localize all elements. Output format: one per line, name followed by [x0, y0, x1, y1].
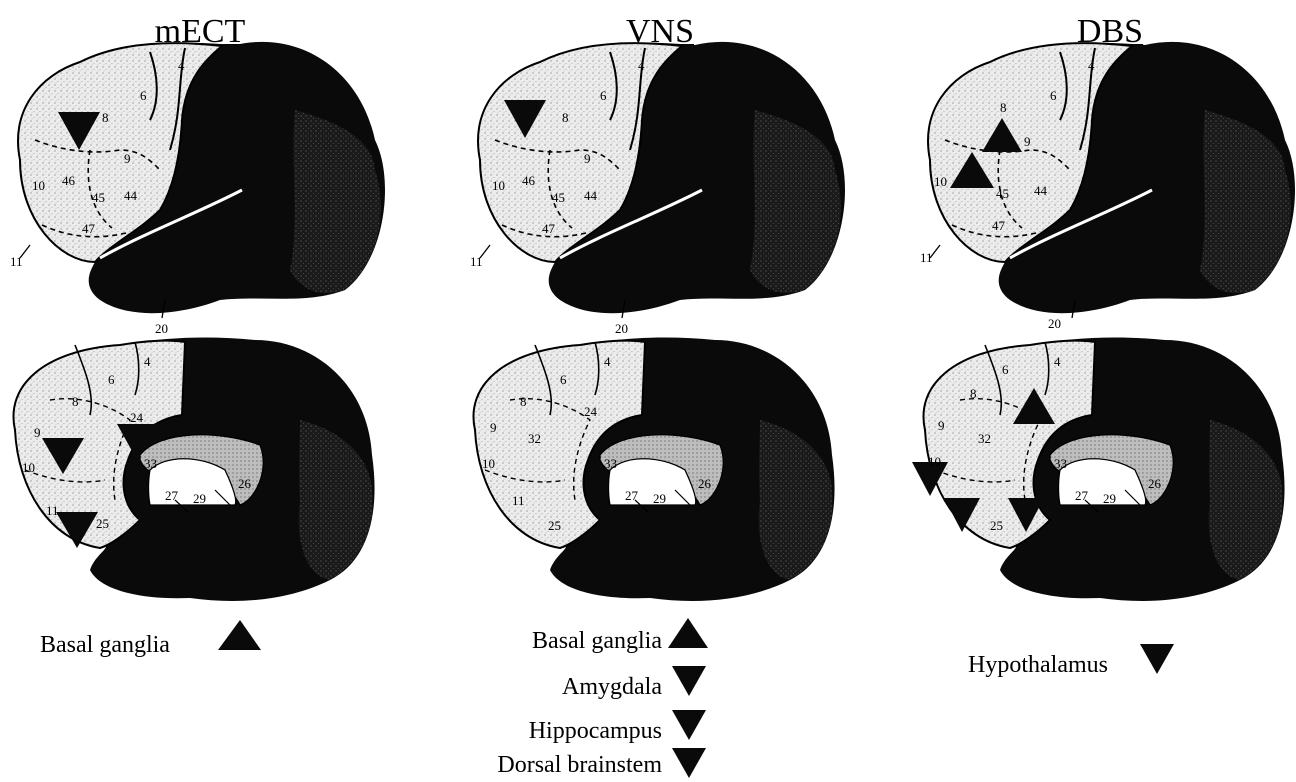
area-label: 10 [32, 178, 45, 193]
area-label: 10 [22, 460, 35, 475]
area-label: 45 [92, 190, 105, 205]
area-label: 27 [1075, 488, 1089, 503]
area-label: 44 [584, 188, 598, 203]
area-label: 47 [82, 221, 96, 236]
area-label: 11 [470, 254, 483, 269]
area-label: 25 [990, 518, 1003, 533]
down-triangle-icon [1140, 644, 1174, 674]
area-label: 6 [560, 372, 567, 387]
medial-brain [13, 338, 374, 601]
area-label: 8 [520, 394, 527, 409]
down-triangle-icon [672, 748, 706, 778]
legend: Hypothalamus [968, 644, 1174, 678]
area-label: 11 [10, 254, 23, 269]
up-triangle-icon [668, 618, 708, 648]
area-label: 4 [604, 354, 611, 369]
area-label: 25 [548, 518, 561, 533]
area-label: 20 [1048, 316, 1061, 331]
area-label: 27 [165, 488, 179, 503]
area-label: 47 [992, 218, 1006, 233]
area-label: 26 [1148, 476, 1162, 491]
area-label: 4 [638, 58, 645, 73]
area-label: 32 [978, 431, 991, 446]
area-label: 11 [46, 503, 59, 518]
legend-label: Dorsal brainstem [497, 752, 662, 778]
area-label: 29 [193, 491, 206, 506]
down-triangle-icon [672, 666, 706, 696]
panel-vns: VNS 4 6 8 9 10 46 45 44 47 11 20 [470, 13, 845, 778]
area-label: 46 [62, 173, 76, 188]
area-label: 45 [996, 186, 1009, 201]
down-triangle-icon [672, 710, 706, 740]
area-label: 33 [604, 456, 617, 471]
area-label: 9 [34, 425, 41, 440]
up-triangle-icon [218, 620, 261, 650]
area-label: 29 [653, 491, 666, 506]
area-label: 44 [1034, 183, 1048, 198]
area-label: 20 [615, 321, 628, 336]
area-label: 10 [934, 174, 947, 189]
area-label: 33 [144, 456, 157, 471]
area-label: 45 [552, 190, 565, 205]
area-label: 9 [584, 151, 591, 166]
area-label: 6 [600, 88, 607, 103]
area-label: 6 [108, 372, 115, 387]
area-label: 25 [96, 516, 109, 531]
area-label: 6 [1002, 362, 1009, 377]
area-label: 44 [124, 188, 138, 203]
area-label: 24 [130, 410, 144, 425]
area-label: 10 [492, 178, 505, 193]
legend-label: Basal ganglia [532, 628, 662, 654]
area-label: 11 [920, 250, 933, 265]
area-label: 4 [1054, 354, 1061, 369]
legend-label: Hippocampus [529, 718, 662, 744]
area-label: 8 [562, 110, 569, 125]
area-label: 29 [1103, 491, 1116, 506]
area-label: 26 [238, 476, 252, 491]
area-label: 9 [490, 420, 497, 435]
legend-label: Amygdala [562, 674, 662, 700]
medial-brain [473, 338, 834, 601]
panel-mect: mECT 4 6 8 9 10 46 45 44 47 11 [10, 13, 385, 658]
area-label: 32 [528, 431, 541, 446]
area-label: 47 [542, 221, 556, 236]
area-label: 9 [1024, 134, 1031, 149]
legend: Basal ganglia Amygdala Hippocampus Dorsa… [497, 618, 708, 778]
legend-label: Hypothalamus [968, 652, 1108, 678]
lateral-brain [928, 42, 1295, 318]
area-label: 6 [140, 88, 147, 103]
area-label: 8 [72, 394, 79, 409]
area-label: 9 [124, 151, 131, 166]
legend: Basal ganglia [40, 620, 261, 658]
area-label: 8 [102, 110, 109, 125]
area-label: 6 [1050, 88, 1057, 103]
area-label: 26 [698, 476, 712, 491]
area-label: 8 [970, 386, 977, 401]
area-label: 20 [155, 321, 168, 336]
area-label: 24 [584, 404, 598, 419]
area-label: 4 [1088, 58, 1095, 73]
area-label: 27 [625, 488, 639, 503]
medial-brain [912, 338, 1285, 601]
area-label: 10 [928, 454, 941, 469]
area-label: 8 [1000, 100, 1007, 115]
area-label: 4 [144, 354, 151, 369]
panel-dbs: DBS 4 6 8 9 10 45 44 47 11 20 [912, 13, 1295, 678]
legend-label: Basal ganglia [40, 632, 170, 658]
area-label: 33 [1054, 456, 1067, 471]
area-label: 9 [938, 418, 945, 433]
area-label: 10 [482, 456, 495, 471]
area-label: 11 [512, 493, 525, 508]
area-label: 4 [178, 58, 185, 73]
area-label: 46 [522, 173, 536, 188]
